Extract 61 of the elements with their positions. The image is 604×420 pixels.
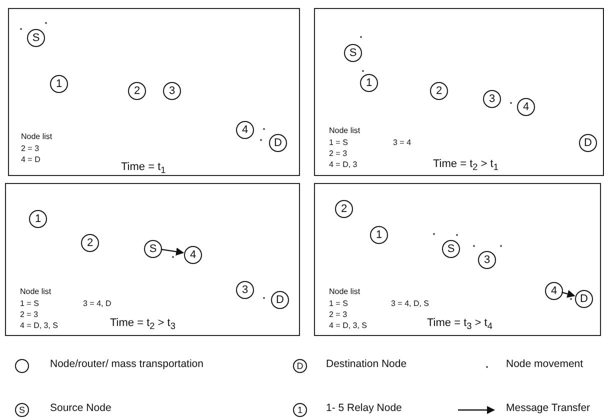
node-list-text: 4 = D, 3, S bbox=[20, 322, 58, 330]
node-circle: 3 bbox=[236, 281, 254, 299]
node-list-text: 1 = S bbox=[329, 139, 348, 147]
node-circle: 2 bbox=[335, 200, 353, 218]
node-list-text: 1 = S bbox=[20, 300, 39, 308]
time-label: Time = t$_{3}$ > t$_{4}$ bbox=[427, 318, 492, 332]
node-list-text: Node list bbox=[20, 288, 52, 296]
node-list-text: Node list bbox=[21, 133, 52, 141]
node-list-text: 4 = D, 3 bbox=[329, 161, 358, 169]
node-symbol-icon: D bbox=[293, 359, 307, 373]
node-list-text: 2 = 3 bbox=[329, 311, 348, 319]
node-circle: D bbox=[271, 291, 289, 309]
arrow bbox=[562, 290, 576, 298]
time-panel bbox=[314, 183, 601, 336]
node-list-text: 3 = 4 bbox=[393, 139, 412, 147]
node-list-text: 4 = D bbox=[21, 156, 40, 164]
node-circle: D bbox=[579, 134, 597, 152]
legend-text: 1- 5 Relay Node bbox=[326, 402, 402, 414]
node-list-text: 3 = 4, D bbox=[83, 300, 112, 308]
node-circle: 4 bbox=[545, 282, 563, 300]
node-circle: D bbox=[269, 134, 287, 152]
legend-text: Destination Node bbox=[326, 358, 407, 370]
node-list-text: 2 = 3 bbox=[21, 145, 40, 153]
node-list-text: 2 = 3 bbox=[329, 150, 348, 158]
node-circle: S bbox=[144, 240, 162, 258]
node-circle: 4 bbox=[517, 98, 535, 116]
node-circle: 3 bbox=[478, 251, 496, 269]
node-circle: S bbox=[27, 29, 45, 47]
node-list-text: 2 = 3 bbox=[20, 311, 38, 319]
node-circle: 2 bbox=[430, 82, 448, 100]
node-circle: D bbox=[575, 290, 593, 308]
node-circle: 1 bbox=[360, 74, 378, 92]
time-label: Time = t$_{2}$ > t$_{3}$ bbox=[110, 318, 176, 332]
node-circle: 2 bbox=[81, 234, 99, 252]
node-circle: 4 bbox=[184, 246, 202, 264]
arrow bbox=[160, 248, 184, 256]
node-list-text: Node list bbox=[329, 127, 360, 135]
node-symbol-icon: S bbox=[15, 403, 29, 417]
node-circle: 1 bbox=[29, 210, 47, 228]
node-circle: S bbox=[442, 240, 460, 258]
node-list-text: 4 = D, 3, S bbox=[329, 322, 368, 330]
time-panel bbox=[314, 8, 604, 176]
node-circle: 1 bbox=[50, 75, 68, 93]
legend-text: Node movement bbox=[506, 358, 584, 370]
node-list-text: 3 = 4, D, S bbox=[391, 300, 430, 308]
time-label: Time = t$_{2}$ > t$_{1}$ bbox=[433, 159, 498, 172]
time-panel bbox=[5, 183, 300, 336]
node-list-text: 1 = S bbox=[329, 300, 348, 308]
node-circle: 3 bbox=[483, 90, 501, 108]
node-circle: 4 bbox=[236, 121, 254, 139]
node-list-text: Node list bbox=[329, 288, 360, 296]
time-panel bbox=[8, 8, 300, 176]
time-label: Time = t$_{1}$ bbox=[121, 162, 166, 176]
node-circle: 1 bbox=[370, 226, 388, 244]
node-symbol-icon: 1 bbox=[293, 403, 307, 417]
node-circle: S bbox=[344, 44, 362, 62]
legend-text: Source Node bbox=[50, 402, 112, 414]
legend-text: Message Transfer bbox=[506, 402, 590, 414]
node-circle: 2 bbox=[128, 82, 146, 100]
legend-text: Node/router/ mass transportation bbox=[50, 358, 204, 370]
node-circle: 3 bbox=[163, 82, 181, 100]
